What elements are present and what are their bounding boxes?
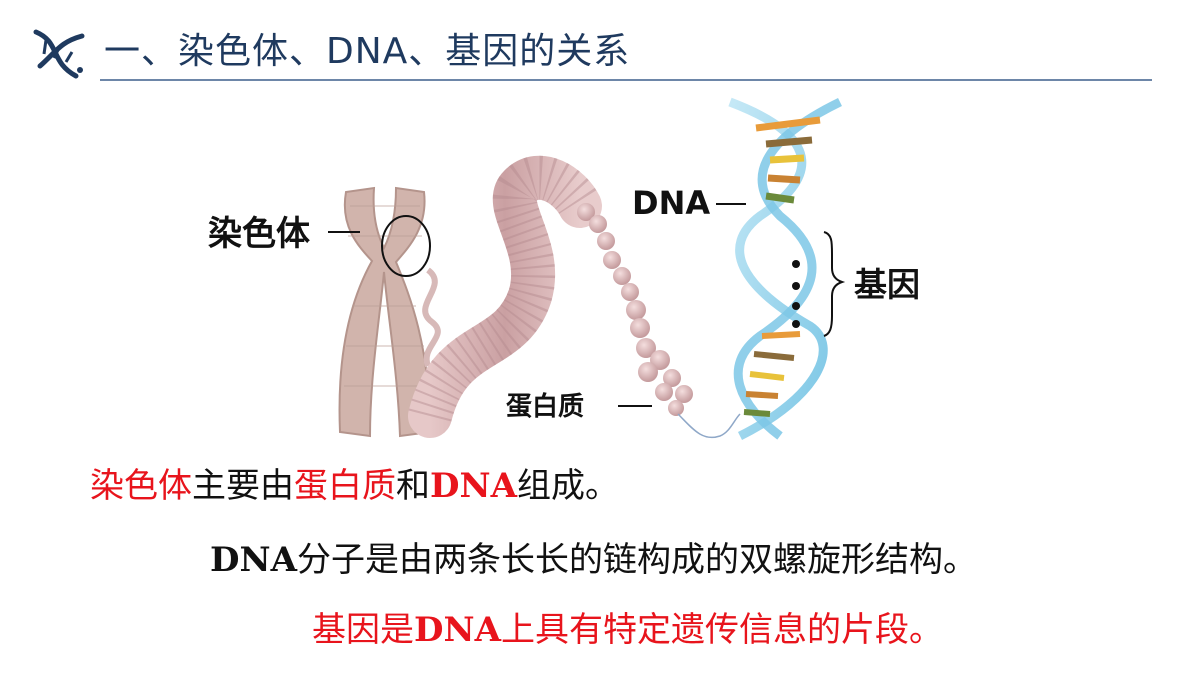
text-fragment: 主要由 <box>192 466 294 506</box>
text-fragment: 组成。 <box>516 466 619 506</box>
dna-helix-icon <box>30 22 92 84</box>
gene-label: 基因 <box>854 265 920 304</box>
nucleosome-beads <box>577 203 693 416</box>
page-title: 一、染色体、DNA、基因的关系 <box>104 31 631 72</box>
term-dna: DNA <box>210 540 297 580</box>
term-protein: 蛋白质 <box>294 466 396 506</box>
text-fragment: 分子是由两条长长的链构成的双螺旋形结构。 <box>296 540 977 580</box>
dna-label: DNA <box>632 184 711 222</box>
protein-label: 蛋白质 <box>506 392 585 422</box>
statement-gene-definition: 基因是DNA上具有特定遗传信息的片段。 <box>312 602 943 651</box>
chromosome-dna-illustration <box>300 96 900 452</box>
text-fragment: 和 <box>396 466 430 506</box>
dna-double-helix <box>728 97 842 441</box>
illustration-drawing <box>328 97 846 441</box>
statement-dna-structure: DNA分子是由两条长长的链构成的双螺旋形结构。 <box>210 532 977 581</box>
term-dna: DNA <box>430 466 517 506</box>
term-gene: 基因是 <box>312 610 414 650</box>
term-dna: DNA <box>414 610 501 650</box>
statement-chromosome-composition: 染色体主要由蛋白质和DNA组成。 <box>90 458 619 507</box>
chromosome-shape <box>338 186 432 438</box>
text-fragment: 上具有特定遗传信息的片段。 <box>500 610 943 650</box>
term-chromosome: 染色体 <box>90 466 192 506</box>
title-divider <box>100 79 1152 81</box>
chromosome-label: 染色体 <box>208 214 310 254</box>
